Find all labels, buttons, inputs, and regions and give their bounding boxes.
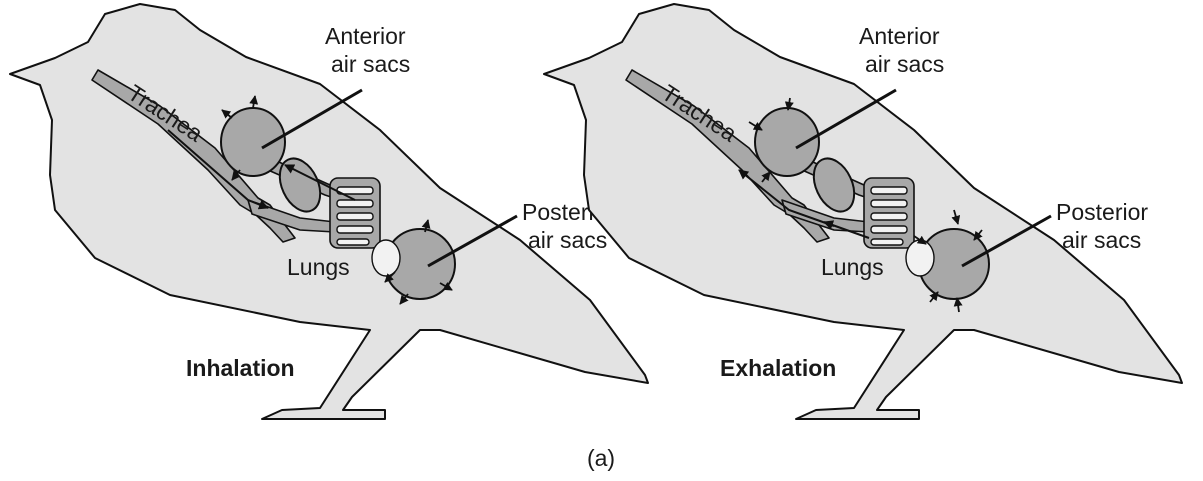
anterior-label-line2: air sacs [331, 51, 410, 77]
anterior-label-line1: Anterior [325, 23, 406, 49]
exhalation-panel: Trachea Anterior air sacs Posterior air … [544, 4, 1182, 419]
anterior-air-sac [221, 108, 285, 176]
lungs-label: Lungs [821, 254, 884, 280]
posterior-air-sac-opening [906, 240, 934, 276]
posterior-label-line2: air sacs [528, 227, 607, 253]
inhalation-panel: Trachea Anterior air sacs Posterior air … [10, 4, 648, 419]
posterior-label-line1: Posterior [1056, 199, 1148, 225]
anterior-label-line2: air sacs [865, 51, 944, 77]
posterior-air-sac-opening [372, 240, 400, 276]
lungs [330, 178, 380, 248]
anterior-label-line1: Anterior [859, 23, 940, 49]
anterior-air-sac [755, 108, 819, 176]
phase-label: Exhalation [720, 355, 836, 381]
phase-label: Inhalation [186, 355, 295, 381]
lungs [864, 178, 914, 248]
posterior-label-line2: air sacs [1062, 227, 1141, 253]
lungs-label: Lungs [287, 254, 350, 280]
figure-caption: (a) [587, 445, 615, 471]
